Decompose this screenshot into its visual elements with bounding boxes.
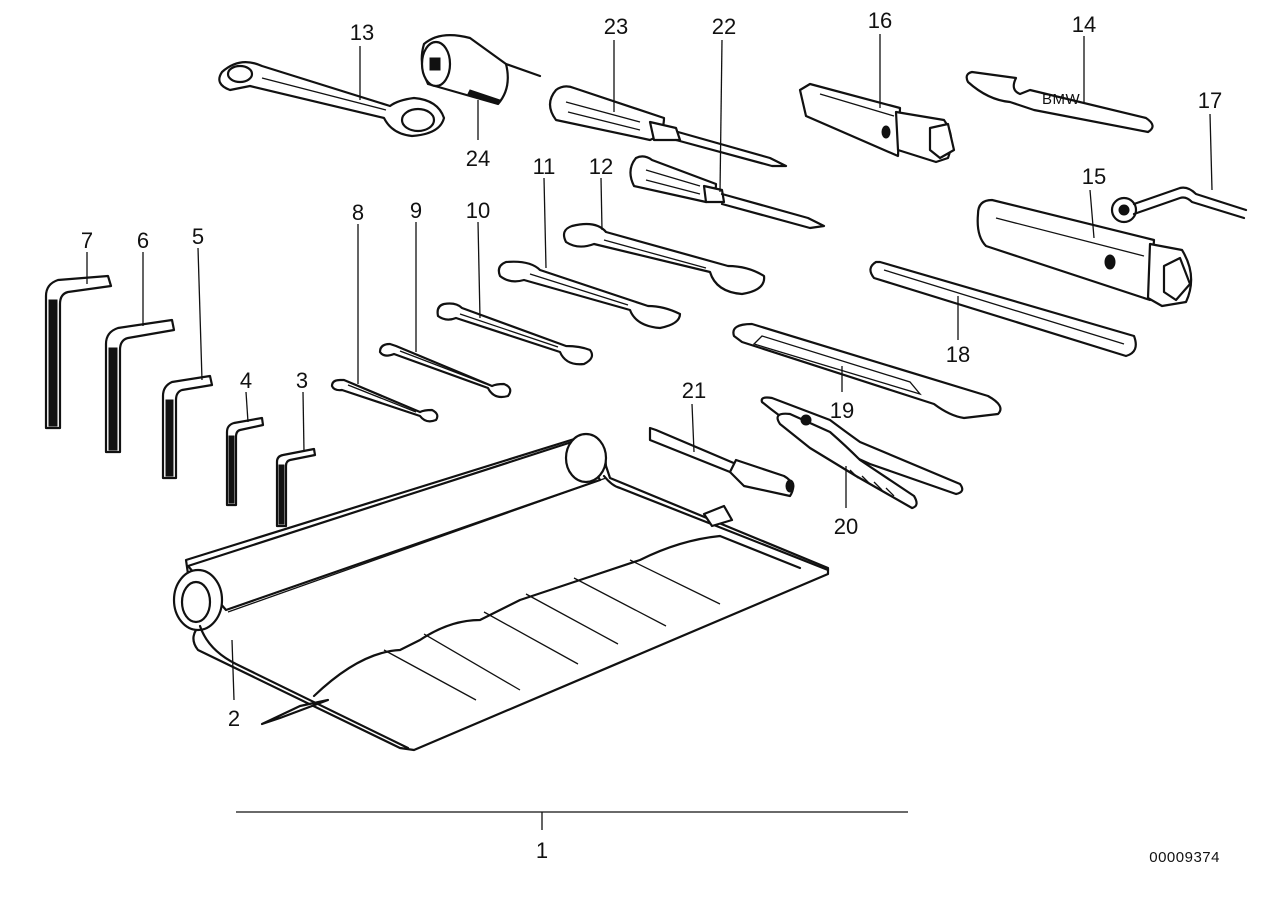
pliers-20 — [760, 396, 964, 510]
screwdriver-23 — [548, 85, 788, 168]
hex-key-7 — [44, 274, 113, 430]
callout-23: 23 — [604, 14, 628, 39]
tommy-bar-17 — [1110, 186, 1248, 224]
callout-16: 16 — [868, 8, 892, 33]
wrench-9 — [378, 342, 512, 399]
wrench-10 — [436, 302, 594, 366]
callout-6: 6 — [137, 228, 149, 253]
extension-bar-18 — [869, 260, 1137, 358]
wrench-8 — [330, 378, 439, 423]
callout-18: 18 — [946, 342, 970, 367]
callout-12: 12 — [589, 154, 613, 179]
callout-9: 9 — [410, 198, 422, 223]
callout-3: 3 — [296, 368, 308, 393]
socket-tube-15 — [976, 198, 1193, 308]
callout-22: 22 — [712, 14, 736, 39]
callout-8: 8 — [352, 200, 364, 225]
hex-key-6 — [104, 318, 176, 454]
callout-17: 17 — [1198, 88, 1222, 113]
callout-1: 1 — [536, 838, 548, 863]
callout-10: 10 — [466, 198, 490, 223]
callout-19: 19 — [830, 398, 854, 423]
screwdriver-22 — [629, 155, 826, 230]
hex-key-4 — [225, 416, 265, 507]
wrench-11 — [497, 260, 682, 330]
callout-11: 11 — [533, 154, 556, 179]
hex-key-5 — [161, 374, 214, 480]
hex-key-3 — [275, 447, 317, 528]
svg-text:BMW: BMW — [1042, 91, 1081, 108]
wrench-12 — [562, 222, 766, 296]
callout-5: 5 — [192, 224, 204, 249]
tyre-lever-19 — [732, 322, 1002, 420]
callout-24: 24 — [466, 146, 490, 171]
plug-spanner-21 — [648, 426, 795, 498]
socket-tube-16 — [798, 82, 956, 164]
callout-4: 4 — [240, 368, 252, 393]
callout-15: 15 — [1082, 164, 1106, 189]
callout-2: 2 — [228, 706, 240, 731]
callout-13: 13 — [350, 20, 374, 45]
ring-wrench-13 — [218, 61, 446, 138]
leader-lines — [86, 34, 1213, 701]
hook-spanner-14: BMW — [965, 70, 1154, 134]
callout-7: 7 — [81, 228, 93, 253]
callout-14: 14 — [1072, 12, 1096, 37]
callout-labels: 1 2 3 4 5 6 7 8 9 10 11 12 13 14 15 16 1… — [81, 8, 1222, 863]
callout-21: 21 — [682, 378, 706, 403]
socket-adapter-24 — [420, 33, 542, 106]
callout-20: 20 — [834, 514, 858, 539]
callout-1-bracket — [236, 811, 908, 830]
reference-number: 00009374 — [1149, 849, 1220, 866]
tool-roll-2 — [172, 432, 830, 752]
